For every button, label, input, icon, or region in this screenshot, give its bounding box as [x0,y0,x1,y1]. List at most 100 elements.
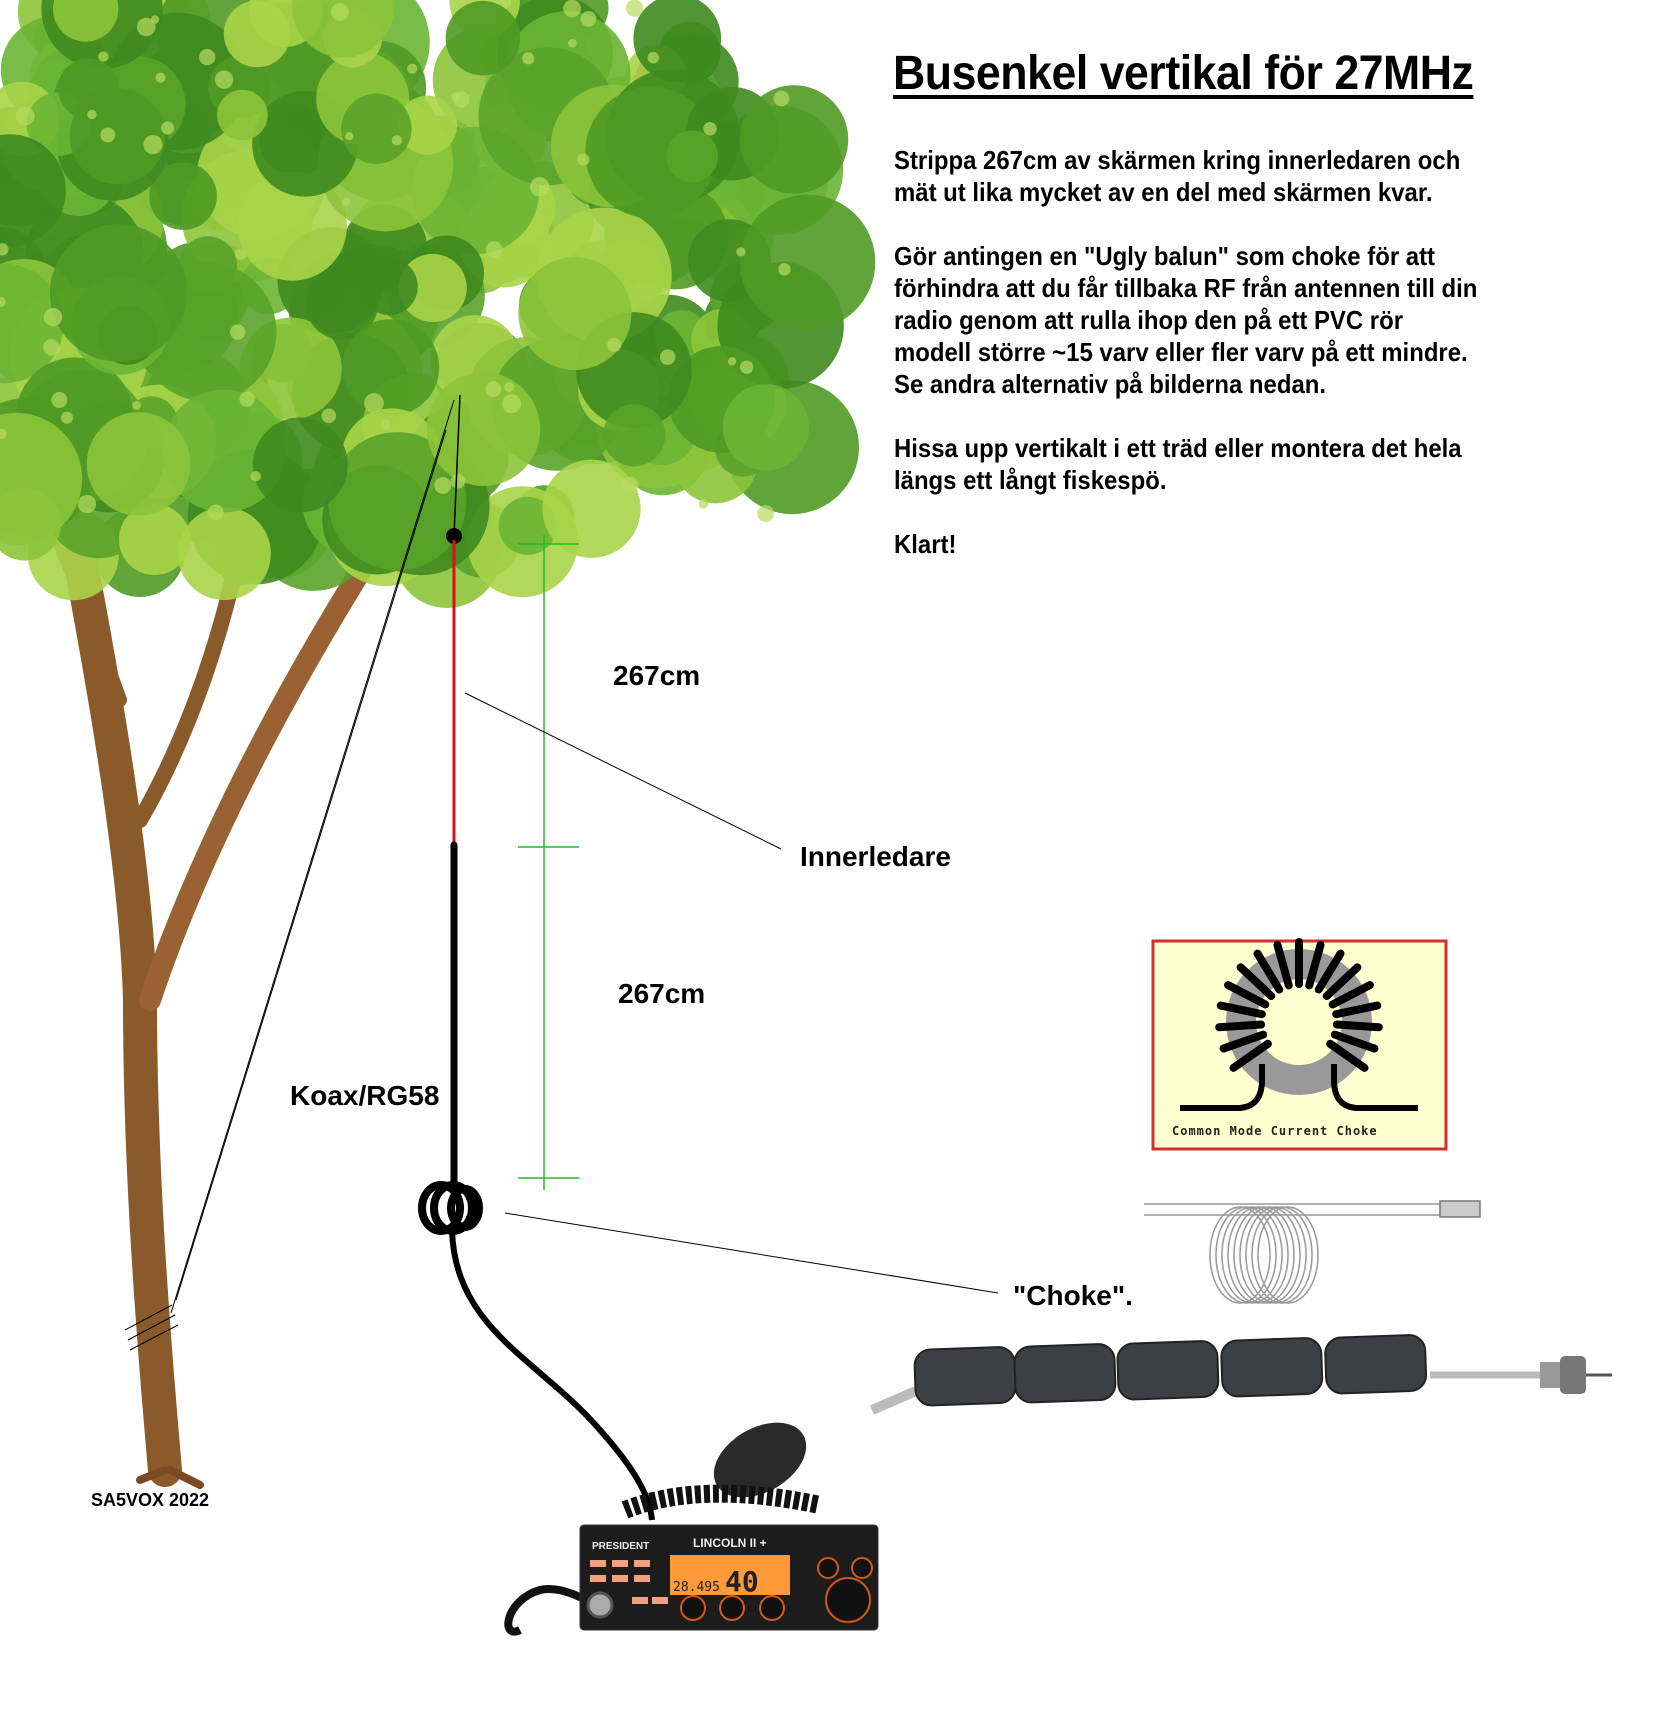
toroid-winding [1273,940,1293,990]
leaf-highlight [199,48,216,66]
leaf-highlight [43,339,60,356]
text-line: Hissa upp vertikalt i ett träd eller mon… [894,433,1462,463]
coax-coil-turn [1233,1206,1295,1304]
leaf-highlight [580,10,597,27]
leaf-highlight [0,297,6,307]
instructions: Strippa 267cm av skärmen kring innerleda… [894,144,1477,592]
ferrite-bead [1324,1334,1428,1395]
leaf-highlight [504,382,515,393]
leaf-highlight [391,135,402,146]
leaf-highlight [563,0,581,18]
leaf-cluster [542,459,641,558]
cb-radio-image: PRESIDENT LINCOLN II + 28.495 40 [504,1422,879,1636]
leaf-cluster [0,134,66,247]
coax-coil-turn [1251,1206,1313,1304]
leaf-highlight [407,63,418,74]
leaf-highlight [622,476,639,493]
leaf-highlight [450,473,466,489]
leaf-highlight [98,51,109,62]
toroid-winding [1332,1001,1382,1019]
toroid-winding [1236,963,1276,1001]
leaf-highlight [568,38,577,48]
leaf-cluster [118,503,191,576]
leaf-highlight [625,0,644,17]
leaf-cluster [398,95,458,155]
instruction-strip: Strippa 267cm av skärmen kring innerleda… [894,144,1477,208]
coax-coil-turn [1239,1206,1301,1304]
leaf-cluster [305,267,379,340]
leaf-cluster [445,0,521,76]
leaf-highlight [577,153,590,166]
radio-brand: PRESIDENT [592,1541,649,1552]
leaf-highlight [450,91,460,101]
leaf-highlight [522,52,535,65]
leaf-highlight [0,428,7,439]
leaf-cluster [223,0,291,68]
leaf-highlight [87,109,97,120]
leaf-cluster [722,384,810,471]
leaf-highlight [659,349,676,365]
leaf-cluster [52,0,119,42]
toroid-winding [1215,1020,1266,1032]
rope-top [453,394,461,537]
pointer-choke [504,1212,999,1294]
leaf-cluster [217,89,268,141]
upper-length-label: 267cm [613,660,701,691]
ferrite-bead [1116,1340,1220,1401]
leaf-cluster [86,412,191,516]
leaf-highlight [341,197,351,206]
leaf-cluster [739,85,849,194]
leaf-highlight [230,324,246,340]
leaf-highlight [207,504,224,521]
leaf-highlight [321,408,337,424]
leaf-cluster [342,319,440,416]
ferrite-bead-choke-image [870,1334,1612,1415]
coax-cable-to-radio [449,1229,655,1521]
leaf-highlight [15,106,35,126]
leaf-highlight [757,505,775,523]
leaf-highlight [234,248,247,260]
radio-channel: 40 [725,1565,759,1598]
leaf-highlight [739,360,754,374]
leaf-highlight [529,177,550,197]
toroid-winding [1330,1030,1379,1053]
leaf-highlight [239,391,255,407]
ferrite-bead [1013,1343,1117,1404]
text-line: längs ett långt fiskespö. [894,465,1167,495]
coax-coil-turn [1221,1206,1283,1304]
leaf-highlight [485,241,503,258]
leaf-cluster [398,253,467,323]
leaf-highlight [77,494,97,514]
leaf-cluster [518,257,632,371]
toroid-winding [1314,949,1345,994]
coax-coil-turn [1209,1206,1271,1304]
inner-conductor-label: Innerledare [800,841,951,872]
leaf-cluster [237,171,347,281]
instruction-done: Klart! [894,528,1477,560]
text-line: modell större ~15 varv eller fler varv p… [894,337,1468,367]
toroid-winding [1224,981,1270,1009]
leaf-highlight [727,357,737,366]
leaf-highlight [485,381,502,398]
toroid-winding [1219,1030,1268,1053]
pointer-inner-conductor [464,692,782,850]
leaf-highlight [250,471,261,482]
leaf-cluster [426,372,541,486]
text-line: Strippa 267cm av skärmen kring innerleda… [894,145,1461,175]
ferrite-bead [913,1346,1017,1407]
leaf-highlight [380,419,391,430]
leaf-highlight [364,393,384,413]
coax-coil-turn [1227,1206,1289,1304]
signature: SA5VOX 2022 [91,1490,210,1510]
coiled-coax-choke-image [1144,1200,1481,1304]
text-line: Se andra alternativ på bilderna nedan. [894,369,1327,399]
leaf-highlight [778,263,791,276]
leaf-highlight [502,394,522,414]
coax-coil-turn [1257,1206,1319,1304]
lower-length-label: 267cm [618,978,706,1009]
guy-line [170,399,455,1314]
leaf-cluster [149,162,217,230]
leaf-cluster [666,130,719,183]
toroid-choke-diagram [1151,938,1448,1151]
